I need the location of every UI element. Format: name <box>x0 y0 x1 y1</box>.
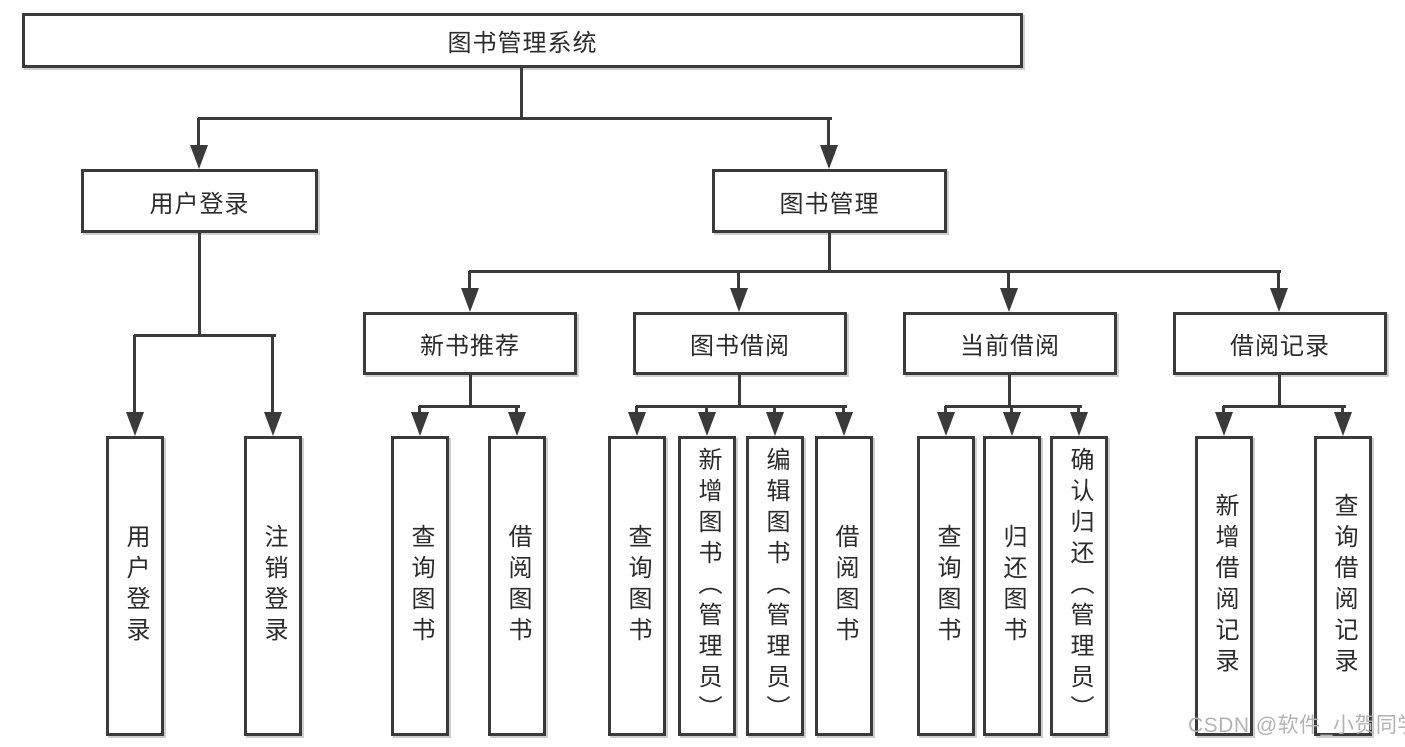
connector-line <box>469 270 1281 273</box>
connector-line <box>738 375 741 408</box>
node-book-management-label: 图书管理 <box>779 190 880 218</box>
connector-line <box>945 405 1082 408</box>
arrowhead-down-icon <box>835 406 853 436</box>
connector-line <box>134 334 276 337</box>
leaf-add-borrow-record-label: 新增借阅记录 <box>1211 493 1238 679</box>
node-new-book-recommend: 新书推荐 <box>363 312 577 375</box>
connector-line <box>469 375 472 408</box>
node-current-borrowing-label: 当前借阅 <box>960 333 1060 360</box>
arrowhead-down-icon <box>1270 271 1288 312</box>
node-current-borrowing: 当前借阅 <box>903 312 1117 375</box>
leaf-edit-books-admin: 编辑图书（管理员） <box>746 436 804 736</box>
node-borrowing-records: 借阅记录 <box>1173 312 1387 375</box>
connector-line <box>198 117 832 120</box>
node-book-management: 图书管理 <box>712 169 947 233</box>
connector-line <box>1278 375 1281 408</box>
connector-line <box>1223 405 1346 408</box>
leaf-add-borrow-record: 新增借阅记录 <box>1195 436 1253 736</box>
leaf-query-books-current-label: 查询图书 <box>933 524 960 648</box>
node-book-borrowing: 图书借阅 <box>633 312 847 375</box>
node-root-label: 图书管理系统 <box>447 30 598 57</box>
node-borrowing-records-label: 借阅记录 <box>1230 333 1330 360</box>
leaf-query-books-borrowing-label: 查询图书 <box>624 524 651 648</box>
arrowhead-down-icon <box>730 271 748 312</box>
leaf-add-books-admin: 新增图书（管理员） <box>678 436 736 736</box>
arrowhead-down-icon <box>190 118 208 169</box>
connector-line <box>198 233 201 337</box>
leaf-query-books-current: 查询图书 <box>917 436 975 736</box>
leaf-logout-label: 注销登录 <box>260 524 287 648</box>
node-root: 图书管理系统 <box>22 13 1023 68</box>
arrowhead-down-icon <box>411 406 429 436</box>
arrowhead-down-icon <box>766 406 784 436</box>
leaf-borrow-books-recommend: 借阅图书 <box>488 436 546 736</box>
leaf-user-login-label: 用户登录 <box>122 524 149 648</box>
leaf-borrow-books-label: 借阅图书 <box>831 524 858 648</box>
arrowhead-down-icon <box>628 406 646 436</box>
arrowhead-down-icon <box>1070 406 1088 436</box>
leaf-return-books-label: 归还图书 <box>999 524 1026 648</box>
leaf-user-login: 用户登录 <box>106 436 164 736</box>
leaf-logout: 注销登录 <box>244 436 302 736</box>
node-user-login: 用户登录 <box>81 169 318 233</box>
leaf-return-books: 归还图书 <box>983 436 1041 736</box>
leaf-query-books-recommend: 查询图书 <box>391 436 449 736</box>
node-book-borrowing-label: 图书借阅 <box>690 333 790 360</box>
arrowhead-down-icon <box>820 118 838 169</box>
arrowhead-down-icon <box>1215 406 1233 436</box>
arrowhead-down-icon <box>126 335 144 436</box>
connector-line <box>520 68 523 120</box>
leaf-query-books-borrowing: 查询图书 <box>608 436 666 736</box>
leaf-confirm-return-admin-label: 确认归还（管理员） <box>1066 446 1093 726</box>
leaf-confirm-return-admin: 确认归还（管理员） <box>1050 436 1108 736</box>
csdn-watermark: CSDN @软件_小贺同学 <box>1188 714 1405 737</box>
connector-line <box>828 233 831 273</box>
arrowhead-down-icon <box>461 271 479 312</box>
arrowhead-down-icon <box>508 406 526 436</box>
leaf-query-borrow-record-label: 查询借阅记录 <box>1330 493 1357 679</box>
arrowhead-down-icon <box>698 406 716 436</box>
leaf-add-books-admin-label: 新增图书（管理员） <box>694 446 721 726</box>
leaf-query-books-recommend-label: 查询图书 <box>407 524 434 648</box>
node-user-login-label: 用户登录 <box>149 190 250 218</box>
connector-line <box>419 405 520 408</box>
leaf-borrow-books: 借阅图书 <box>815 436 873 736</box>
arrowhead-down-icon <box>264 335 282 436</box>
arrowhead-down-icon <box>1003 406 1021 436</box>
leaf-edit-books-admin-label: 编辑图书（管理员） <box>762 446 789 726</box>
connector-line <box>1008 375 1011 408</box>
arrowhead-down-icon <box>1334 406 1352 436</box>
arrowhead-down-icon <box>937 406 955 436</box>
leaf-query-borrow-record: 查询借阅记录 <box>1314 436 1372 736</box>
node-new-book-recommend-label: 新书推荐 <box>420 333 520 360</box>
connector-line <box>636 405 847 408</box>
leaf-borrow-books-recommend-label: 借阅图书 <box>504 524 531 648</box>
arrowhead-down-icon <box>1000 271 1018 312</box>
